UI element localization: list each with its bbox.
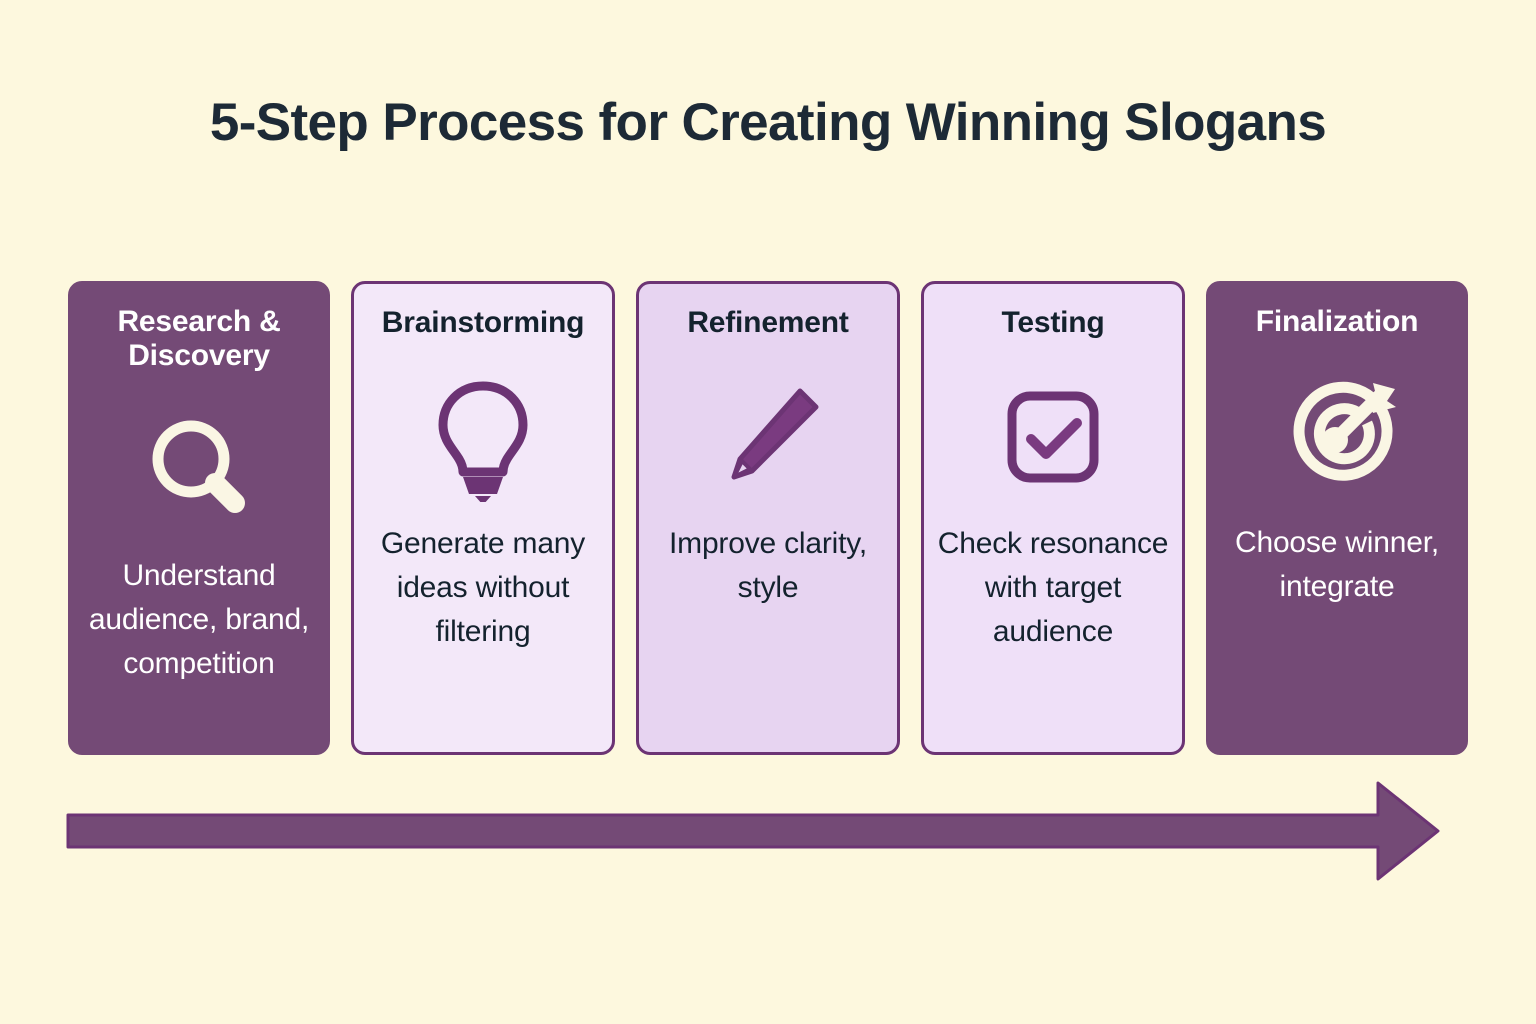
pencil-icon — [708, 362, 828, 512]
step-card-refinement[interactable]: Refinement Improve clarity, style — [636, 281, 900, 755]
step-title: Research & Discovery — [117, 305, 281, 372]
step-title: Refinement — [687, 306, 849, 339]
step-description: Check resonance with target audience — [937, 526, 1169, 648]
step-card-finalization[interactable]: Finalization Choose winner, integrate — [1206, 281, 1468, 755]
step-card-brainstorming[interactable]: Brainstorming Generate many ideas withou… — [351, 281, 615, 755]
step-card-testing[interactable]: Testing Check resonance with target audi… — [921, 281, 1185, 755]
step-title: Finalization — [1255, 305, 1419, 338]
lightbulb-icon — [423, 362, 543, 512]
checkbox-check-icon — [998, 362, 1108, 512]
target-arrow-icon — [1275, 361, 1400, 511]
magnifier-icon — [139, 394, 259, 544]
process-steps-row: Research & Discovery Understand audience… — [68, 281, 1468, 755]
step-description: Choose winner, integrate — [1235, 525, 1439, 603]
step-description: Understand audience, brand, competition — [88, 559, 310, 681]
step-card-research-discovery[interactable]: Research & Discovery Understand audience… — [68, 281, 330, 755]
process-direction-arrow — [66, 781, 1440, 881]
step-description: Improve clarity, style — [669, 526, 867, 604]
step-title: Testing — [1001, 306, 1105, 339]
step-description: Generate many ideas without filtering — [380, 526, 586, 648]
step-title: Brainstorming — [381, 306, 585, 339]
page-title: 5-Step Process for Creating Winning Slog… — [209, 93, 1327, 152]
